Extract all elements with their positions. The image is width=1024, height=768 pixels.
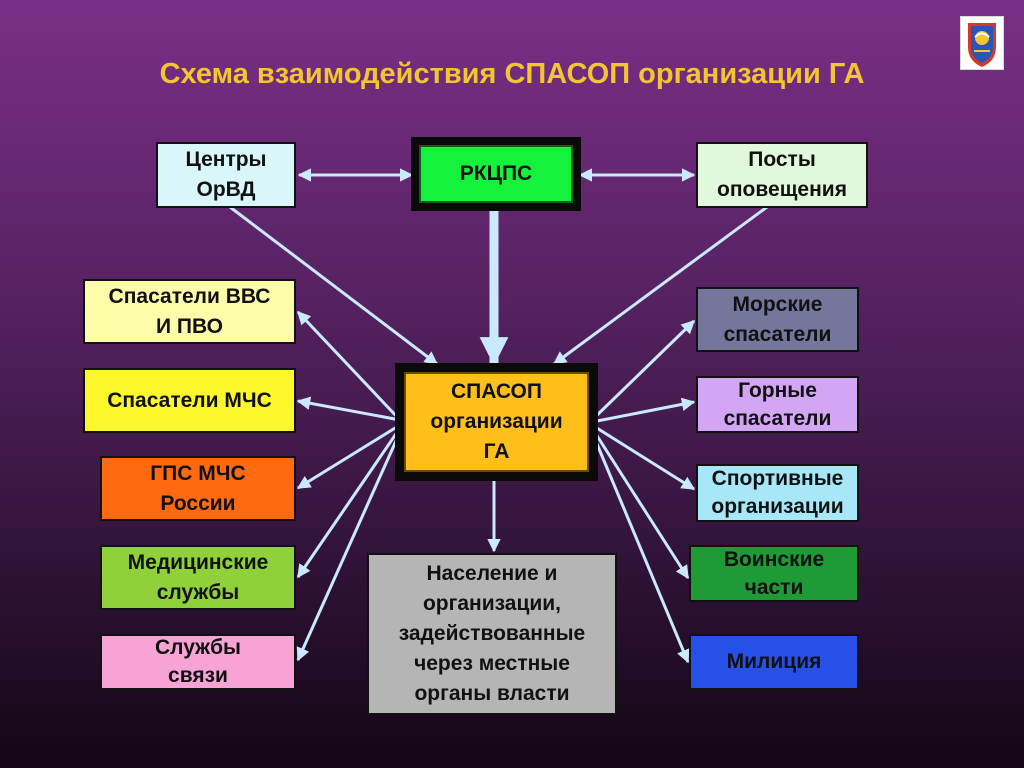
node-population-line-5: органы власти <box>414 682 570 705</box>
arrow-posts-center <box>552 205 768 366</box>
node-rkcps: РКЦПС <box>411 137 581 211</box>
node-sea-line-2: спасатели <box>723 322 832 346</box>
node-gps-line-1: ГПС МЧС <box>150 461 246 485</box>
node-sea-line-1: Морские <box>732 292 823 316</box>
node-population: Население и организации, задействованные… <box>367 553 617 715</box>
node-population-line-1: Население и <box>426 562 558 585</box>
node-center-line-2: организации <box>430 410 563 433</box>
arrow-center-svyaz <box>296 431 402 662</box>
node-vvs-line-1: Спасатели ВВС <box>108 284 271 308</box>
node-svyaz-line-1: Службы <box>155 636 241 659</box>
arrow-center-police <box>590 431 690 664</box>
node-mchs-label: Спасатели МЧС <box>107 388 272 412</box>
arrow-center-vvs <box>296 310 402 422</box>
node-population-line-2: организации, <box>422 592 562 615</box>
node-army-line-2: части <box>744 575 804 599</box>
node-svyaz-line-2: связи <box>168 664 228 687</box>
node-center-line-3: ГА <box>483 440 510 463</box>
node-posts-line-2: оповещения <box>717 178 847 201</box>
node-med-line-1: Медицинские <box>127 550 269 574</box>
node-mountain-line-2: спасатели <box>723 406 832 430</box>
arrow-center-army <box>590 427 690 580</box>
node-sea-rescuers: Морские спасатели <box>696 287 859 352</box>
node-center-line-1: СПАСОП <box>451 380 542 403</box>
arrow-center-med <box>296 427 402 579</box>
node-medical-services: Медицинские службы <box>100 545 296 610</box>
node-population-line-3: задействованные <box>398 622 586 645</box>
node-police-label: Милиция <box>726 650 822 673</box>
node-population-line-4: через местные <box>414 652 570 675</box>
page-title: Схема взаимодействия СПАСОП организации … <box>159 58 865 90</box>
arrow-center-sea <box>590 319 696 422</box>
node-sport-line-2: организации <box>711 495 844 518</box>
node-sport-line-1: Спортивные <box>711 467 844 490</box>
emblem-logo <box>960 16 1004 70</box>
node-army-line-1: Воинские <box>723 547 825 571</box>
node-military-units: Воинские части <box>689 545 859 602</box>
node-vvs-line-2: И ПВО <box>155 314 223 338</box>
node-med-line-2: службы <box>156 580 240 604</box>
arrow-center-mountain <box>591 397 696 424</box>
node-police: Милиция <box>689 634 859 690</box>
node-communication-services: Службы связи <box>100 634 296 690</box>
node-posts-line-1: Посты <box>748 148 816 171</box>
node-alert-posts: Посты оповещения <box>696 142 868 208</box>
node-mchs-rescuers: Спасатели МЧС <box>83 368 296 433</box>
node-orvd-line-2: ОрВД <box>196 178 256 201</box>
node-sport-organizations: Спортивные организации <box>696 464 859 522</box>
node-orvd-line-1: Центры <box>185 148 267 171</box>
arrow-center-gps <box>296 423 401 490</box>
node-gps-mchs: ГПС МЧС России <box>100 456 296 521</box>
node-vvs-rescuers: Спасатели ВВС И ПВО <box>83 279 296 344</box>
node-gps-line-2: России <box>160 491 236 515</box>
node-mountain-line-1: Горные <box>738 378 817 402</box>
arrow-center-sport <box>591 423 696 491</box>
arrow-center-mchs <box>296 396 401 422</box>
node-rkcps-label: РКЦПС <box>459 162 533 185</box>
arrow-orvd-center <box>229 205 439 366</box>
node-mountain-rescuers: Горные спасатели <box>696 376 859 433</box>
